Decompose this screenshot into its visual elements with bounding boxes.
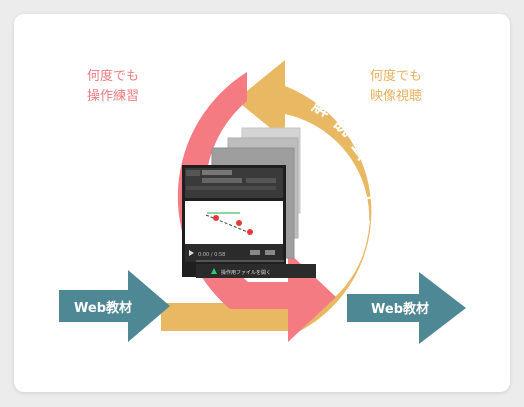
arc-label-left-3: 習 bbox=[170, 99, 196, 126]
video-time-display: 0:00 / 0:58 bbox=[198, 252, 225, 258]
right-caption-line1: 何度でも bbox=[370, 68, 422, 84]
orange-cycle-arrow bbox=[161, 60, 372, 331]
video-player-screenshot: 0:00 / 0:58 操作用ファイルを開く bbox=[182, 165, 316, 278]
output-arrow-label: Web教材 bbox=[371, 301, 429, 317]
input-arrow-label: Web教材 bbox=[74, 300, 132, 316]
video-footer-text: 操作用ファイルを開く bbox=[221, 269, 271, 276]
arc-label-right-5: ー bbox=[355, 217, 378, 238]
arc-label-right-3: ー bbox=[355, 164, 381, 188]
input-arrow bbox=[59, 270, 170, 342]
output-arrow bbox=[347, 272, 466, 344]
arc-label-right-4: ビ bbox=[359, 193, 381, 212]
right-caption-line2: 映像視聴 bbox=[370, 89, 422, 104]
arc-label-left-0: 操 bbox=[117, 169, 145, 196]
left-caption-line2: 操作練習 bbox=[87, 88, 139, 104]
arc-label-left-2: 練 bbox=[146, 116, 174, 144]
arc-label-left-1: 作 bbox=[128, 141, 156, 169]
left-caption-line1: 何度でも bbox=[87, 68, 139, 84]
